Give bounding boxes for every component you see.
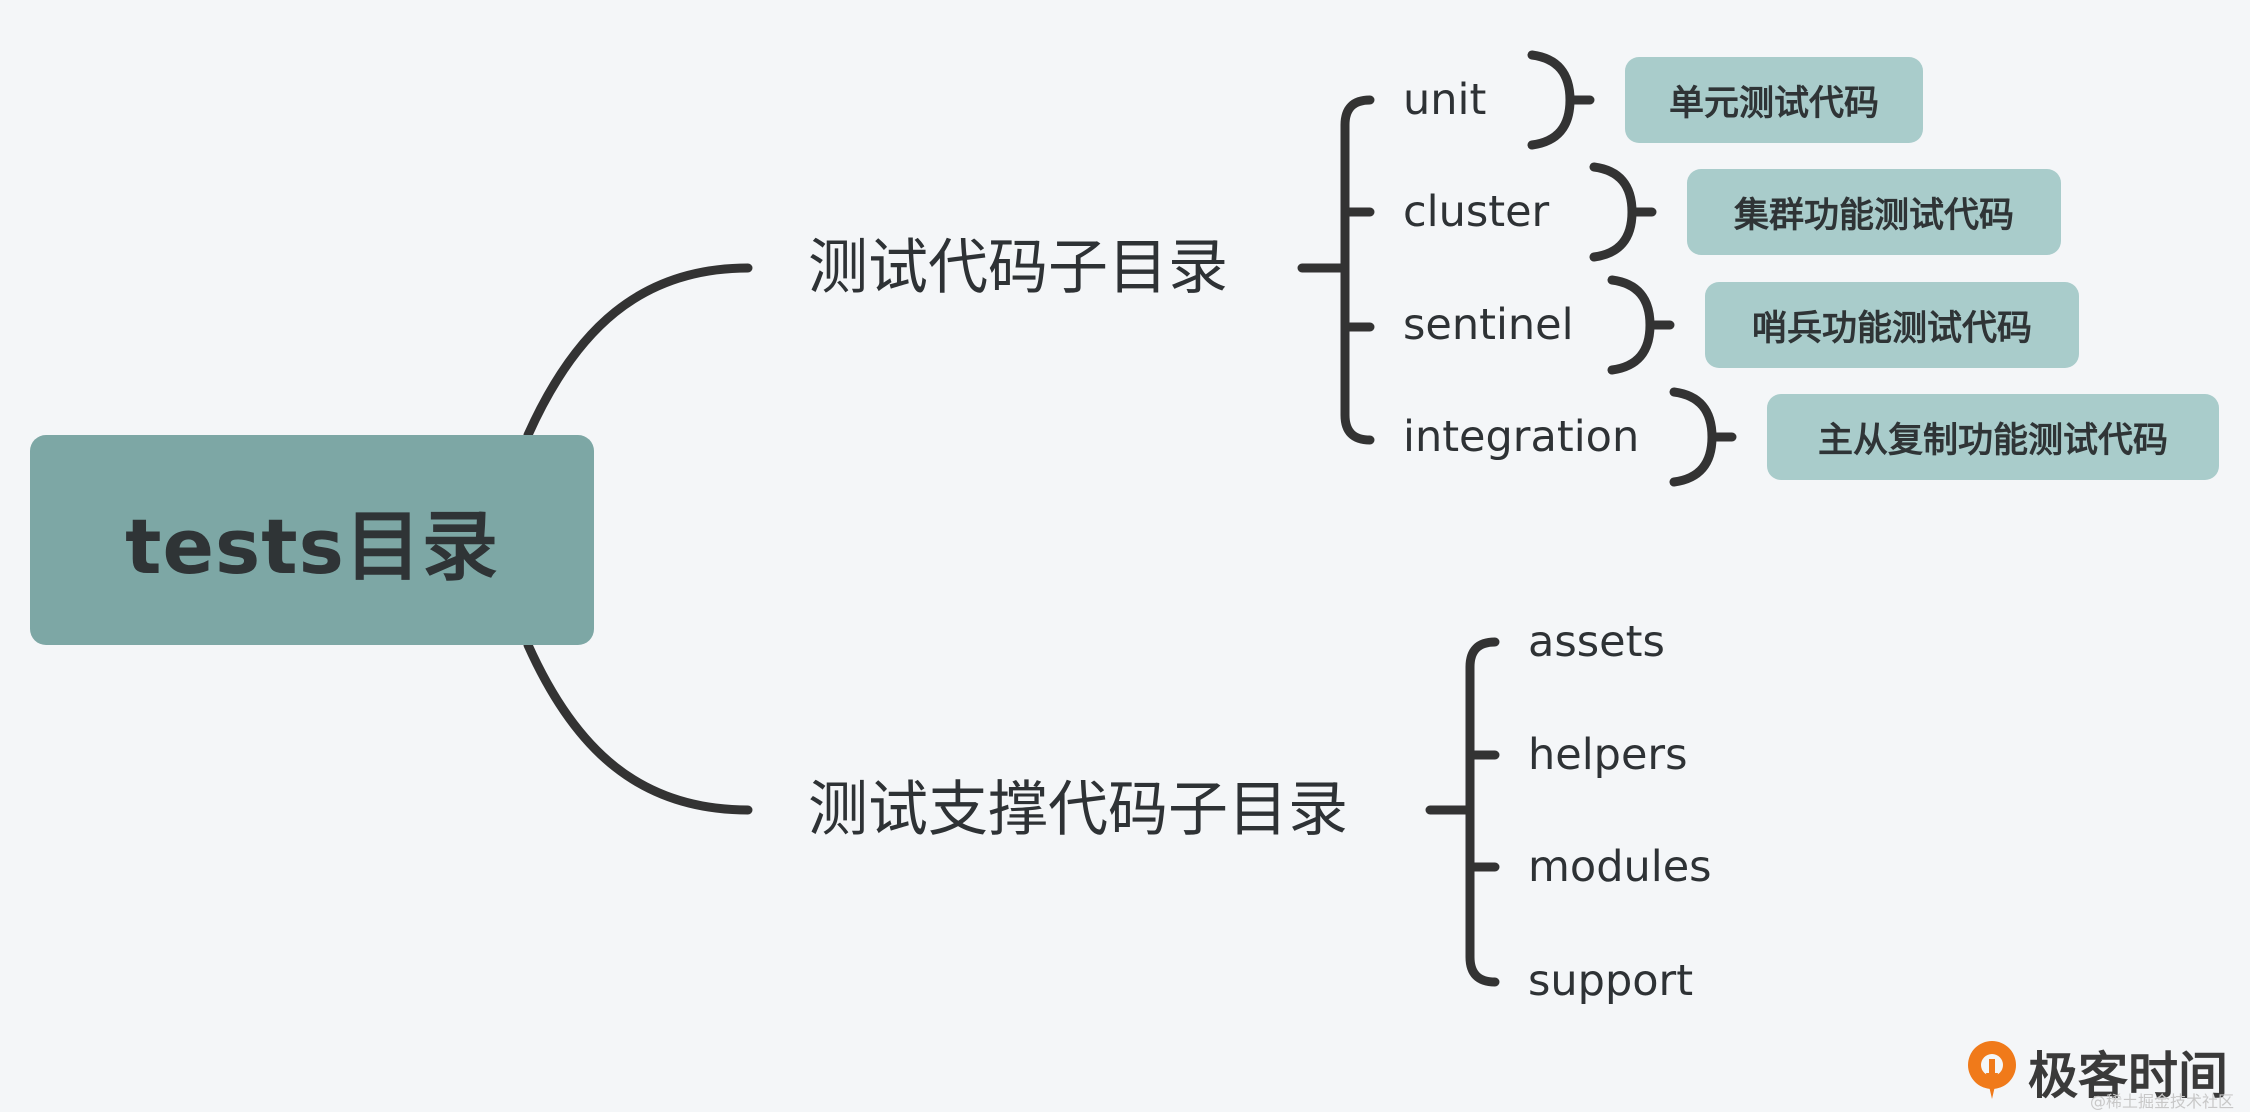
leaf-sentinel[interactable]: sentinel	[1403, 300, 1574, 350]
note-unit-label: 单元测试代码	[1668, 83, 1879, 124]
leaf-unit[interactable]: unit	[1403, 75, 1487, 125]
note-unit[interactable]: 单元测试代码	[1625, 57, 1923, 143]
root-node[interactable]: tests目录	[30, 435, 594, 645]
bracket-branch-1	[1297, 95, 1375, 445]
connector-root-to-branch-1	[523, 263, 753, 440]
brace-unit	[1527, 50, 1595, 150]
brace-integration	[1669, 387, 1737, 487]
root-label: tests目录	[125, 502, 499, 591]
leaf-support[interactable]: support	[1528, 956, 1694, 1006]
leaf-assets[interactable]: assets	[1528, 617, 1665, 667]
note-sentinel[interactable]: 哨兵功能测试代码	[1705, 282, 2079, 368]
note-integration-label: 主从复制功能测试代码	[1817, 420, 2168, 461]
note-cluster-label: 集群功能测试代码	[1733, 195, 2014, 236]
connector-root-to-branch-2	[523, 640, 753, 815]
logo-text: 极客时间	[2028, 1047, 2228, 1105]
bracket-branch-2	[1425, 637, 1500, 987]
geek-time-logo-icon	[1968, 1041, 2016, 1099]
branch-test-code[interactable]: 测试代码子目录	[808, 233, 1228, 303]
brace-sentinel	[1607, 275, 1675, 375]
note-integration[interactable]: 主从复制功能测试代码	[1767, 394, 2219, 480]
leaf-helpers[interactable]: helpers	[1528, 730, 1688, 780]
branch-test-support-code[interactable]: 测试支撑代码子目录	[808, 775, 1348, 845]
leaf-modules[interactable]: modules	[1528, 842, 1712, 892]
watermark: @稀土掘金技术社区	[2090, 1092, 2235, 1111]
note-sentinel-label: 哨兵功能测试代码	[1751, 308, 2032, 349]
leaf-integration[interactable]: integration	[1403, 412, 1640, 462]
brace-cluster	[1589, 162, 1657, 262]
leaf-cluster[interactable]: cluster	[1403, 187, 1550, 237]
geek-time-logo: 极客时间	[1962, 1036, 2228, 1108]
note-cluster[interactable]: 集群功能测试代码	[1687, 169, 2061, 255]
